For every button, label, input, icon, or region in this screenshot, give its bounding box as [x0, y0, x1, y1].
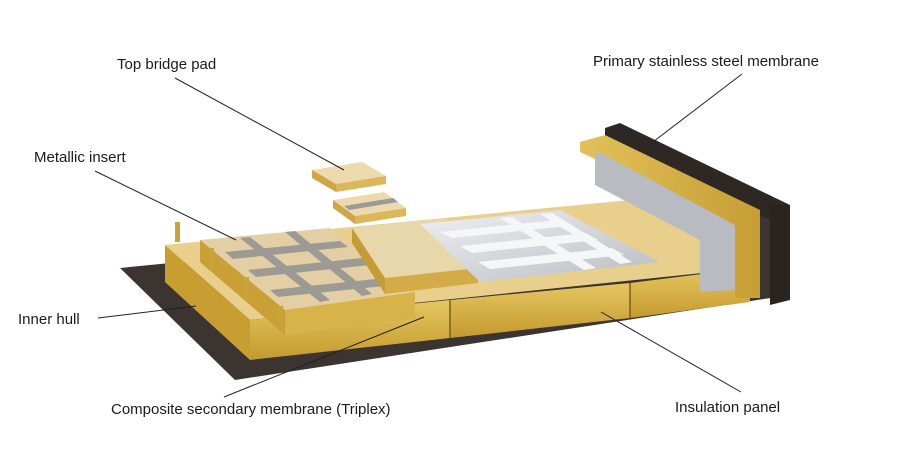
wall-insulation [580, 135, 760, 298]
top-bridge-pads [312, 162, 406, 224]
leader-composite-membrane [223, 316, 425, 398]
leader-insulation-panel [600, 311, 742, 393]
leader-top-bridge-pad [174, 77, 345, 171]
leader-lines [94, 73, 743, 398]
label-top-bridge-pad: Top bridge pad [117, 56, 217, 73]
label-inner-hull: Inner hull [18, 311, 80, 328]
leader-primary-membrane [644, 73, 743, 149]
label-composite-membrane: Composite secondary membrane (Triplex) [111, 401, 391, 418]
label-insulation-panel: Insulation panel [675, 399, 781, 416]
primary-steel-membrane [420, 210, 660, 282]
plywood-panels [200, 228, 415, 335]
label-primary-membrane: Primary stainless steel membrane [593, 53, 819, 70]
metallic-insert-studs [175, 222, 283, 328]
leader-metallic-insert [94, 170, 237, 241]
leader-inner-hull [97, 305, 197, 319]
label-metallic-insert: Metallic insert [34, 149, 126, 166]
